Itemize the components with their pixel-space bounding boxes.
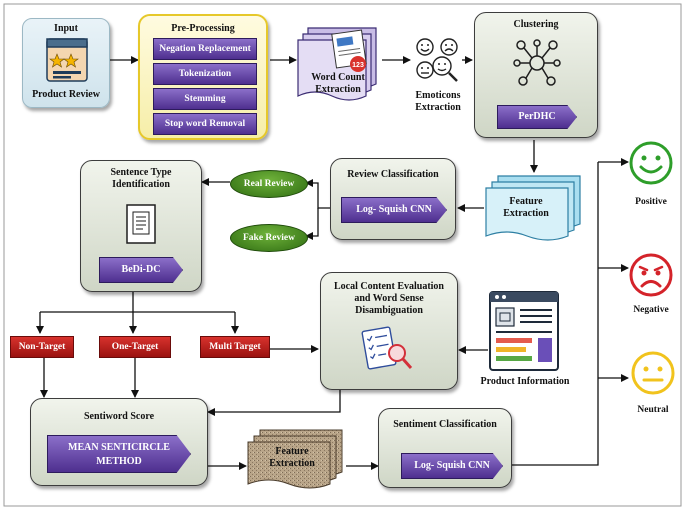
review-classification-method-pill: Log- Squish CNN <box>341 197 447 223</box>
sentiword-method-pill: MEAN SENTICIRCLE METHOD <box>47 435 191 473</box>
word-count-icon: 123 <box>331 29 367 72</box>
real-review-oval: Real Review <box>230 170 308 198</box>
sentiment-classification-title: Sentiment Classification <box>393 419 497 430</box>
preprocessing-title: Pre-Processing <box>171 23 235 34</box>
arrow-review-real <box>305 179 330 209</box>
multi-target-box: Multi Target <box>200 336 270 358</box>
step-negation-replacement: Negation Replacement <box>153 38 257 60</box>
one-target-box: One-Target <box>99 336 171 358</box>
sentiment-classification-box: Sentiment Classification Log- Squish CNN <box>378 408 512 488</box>
sentiment-classification-method-pill: Log- Squish CNN <box>401 453 503 479</box>
review-window-icon <box>46 38 88 82</box>
document-icon <box>126 204 156 244</box>
neutral-face-icon <box>631 351 675 395</box>
negative-label: Negative <box>633 305 669 315</box>
input-box: Input Product Review <box>22 18 110 108</box>
preprocessing-box: Pre-Processing Negation Replacement Toke… <box>138 14 268 140</box>
word-count-label: Word Count Extraction <box>311 72 365 95</box>
negative-face-icon <box>629 253 673 297</box>
neutral-label: Neutral <box>637 405 669 415</box>
clustering-method-pill: PerDHC <box>497 105 577 129</box>
product-information-label: Product Information <box>480 376 570 387</box>
review-classification-box: Review Classification Log- Squish CNN <box>330 158 456 240</box>
word-count-document-stack: 123 <box>297 27 377 101</box>
arrow-local-sentiword <box>207 390 341 416</box>
clustering-title: Clustering <box>513 19 559 30</box>
sentiword-title: Sentiword Score <box>83 411 155 422</box>
feature-extraction-bottom-label: Feature Extraction <box>269 446 315 469</box>
feature-extraction-stack-top <box>485 175 581 241</box>
network-icon <box>513 39 561 86</box>
input-title: Input <box>54 23 78 34</box>
line-sentiment-out <box>512 162 599 466</box>
emoticons-label: Emoticons Extraction <box>415 90 461 113</box>
step-tokenization: Tokenization <box>153 63 257 85</box>
outer-frame <box>3 3 682 507</box>
sentiword-box: Sentiword Score MEAN SENTICIRCLE METHOD <box>30 398 208 486</box>
product-information-icon <box>489 291 559 371</box>
feature-extraction-stack-bottom <box>247 429 343 489</box>
local-content-box: Local Content Evaluation and Word Sense … <box>320 272 458 390</box>
checklist-search-icon <box>361 326 413 370</box>
positive-label: Positive <box>635 197 667 207</box>
step-stemming: Stemming <box>153 88 257 110</box>
emoticons-icon <box>416 38 458 82</box>
input-caption: Product Review <box>32 89 100 100</box>
non-target-box: Non-Target <box>10 336 74 358</box>
positive-face-icon <box>629 141 673 185</box>
arrow-review-fake <box>305 208 319 240</box>
sentence-type-title: Sentence Type Identification <box>110 167 172 190</box>
feature-extraction-top-label: Feature Extraction <box>503 196 549 219</box>
sentence-type-method-pill: BeDi-DC <box>99 257 183 283</box>
local-content-title: Local Content Evaluation and Word Sense … <box>333 281 444 316</box>
step-stop-word-removal: Stop word Removal <box>153 113 257 135</box>
review-classification-title: Review Classification <box>347 169 439 180</box>
fake-review-oval: Fake Review <box>230 224 308 252</box>
sentence-type-box: Sentence Type Identification BeDi-DC <box>80 160 202 292</box>
svg-text:123: 123 <box>352 62 364 69</box>
clustering-box: Clustering PerDHC <box>474 12 598 138</box>
